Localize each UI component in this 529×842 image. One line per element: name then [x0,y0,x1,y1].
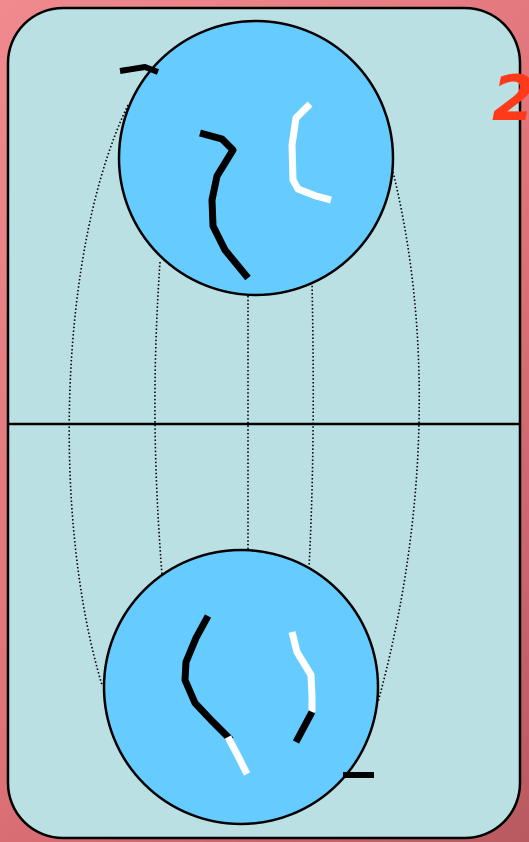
top-dark-chromatid [199,129,251,281]
top-light-chromatid [288,101,332,204]
spindle-fiber-inner-left [154,261,163,576]
spindle-fiber-inner-right [308,281,315,569]
bottom-chromosomes [181,614,374,778]
top-nucleus [117,19,395,297]
spindle-fibers [68,104,421,703]
top-dark-fragment [119,64,160,75]
top-chromosomes [119,64,332,281]
bottom-light-chromatid-left [224,735,251,776]
bottom-nucleus [102,548,380,826]
step-number-label: 2 [492,68,529,130]
bottom-dark-chromatid [181,614,234,743]
bottom-light-chromatid-right [288,631,316,712]
bottom-dark-tip [292,710,316,744]
